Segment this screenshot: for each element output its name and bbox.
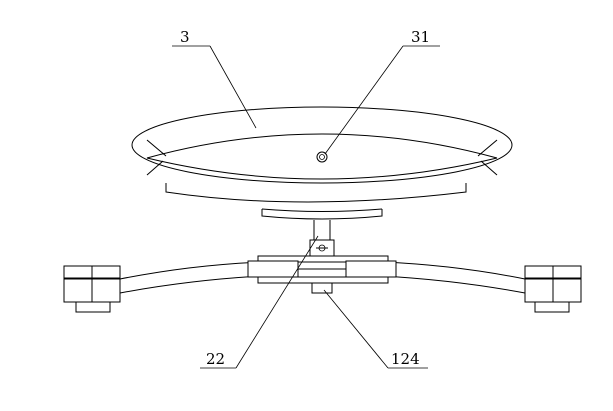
right-end-foot: [534, 301, 570, 313]
dish-outer-rim: [131, 106, 513, 184]
dish-foot: [261, 209, 383, 220]
hub-left-block: [247, 260, 299, 278]
shaft: [309, 220, 335, 257]
shaft-collar-bolt-head: [318, 244, 326, 252]
hub-top-plate: [257, 255, 389, 263]
right-arm-bottom: [381, 275, 526, 294]
right-arm-top: [381, 261, 526, 280]
leader-31: [324, 45, 404, 155]
rim-seam-right-top: [477, 139, 498, 157]
leaders: [172, 45, 440, 369]
leader-124: [323, 289, 389, 369]
right-end-block: [524, 265, 582, 313]
hub-bottom-plate: [257, 276, 389, 284]
dish: [131, 106, 513, 220]
left-arm-bottom: [119, 275, 263, 294]
dish-underside: [165, 183, 467, 203]
rim-seam-right-bottom: [480, 160, 498, 176]
hub: [247, 255, 397, 294]
left-end-foot: [75, 301, 111, 313]
hub-lower-boss: [311, 282, 333, 294]
rim-seam-left-bottom: [146, 160, 164, 176]
left-end-block: [63, 265, 121, 313]
label-part-124: 124: [391, 350, 420, 368]
label-part-22: 22: [206, 350, 225, 368]
label-part-31: 31: [411, 28, 430, 46]
dish-foot-step: [261, 208, 383, 212]
arms: [119, 261, 526, 294]
left-arm-top: [119, 261, 263, 280]
leader-22: [235, 235, 319, 369]
hub-right-block: [345, 260, 397, 278]
label-part-3: 3: [180, 28, 190, 46]
dish-inner-rim: [146, 133, 498, 180]
center-hole-inner: [319, 154, 325, 160]
center-hole: [316, 151, 328, 163]
rim-seam-left-top: [146, 139, 167, 157]
leader-3: [209, 45, 257, 129]
